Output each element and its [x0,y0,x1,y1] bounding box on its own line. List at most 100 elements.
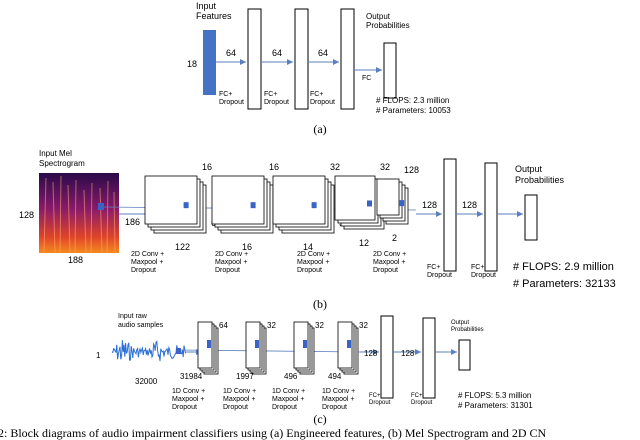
panel-b-conv-label-2c: Dropout [215,267,240,274]
panel-c-conv-label-2c: Dropout [223,404,248,411]
panel-c-channels-3: 32 [315,321,324,330]
panel-c-fc-label-2b: Dropout [411,400,433,406]
panel-c-conv-label-3c: Dropout [272,404,297,411]
panel-c-output-title-1: Output [451,320,469,326]
panel-c-fc-label-1b: Dropout [369,400,391,406]
panel-c-conv-label-3a: 1D Conv + [272,388,305,395]
panel-a-layer-2 [294,8,309,110]
panel-c-output-title-2: Probabilities [451,327,484,333]
panel-a-size-1: 64 [226,48,236,58]
panel-c-conv-label-4a: 1D Conv + [322,388,355,395]
panel-c-length-3: 496 [284,372,298,381]
panel-c-input-title-1: Input raw [118,313,148,320]
panel-a-layer-1 [247,8,262,110]
panel-a-fc-label-3b: Dropout [310,99,335,106]
panel-c-conv-label-3b: Maxpool + [272,396,305,403]
panel-a-layer-3 [340,8,355,110]
panel-b-spatial-2: 16 [242,242,252,252]
panel-c-caption: (c) [313,412,326,426]
feature-map [337,321,353,369]
panel-b-channels-4: 32 [380,162,390,172]
panel-c: Input raw audio samples 1 32000 64319843… [96,313,533,426]
panel-b-fc-size-2: 128 [462,200,477,210]
panel-b-input-title-2: Spectrogram [39,159,85,168]
feature-map [334,175,376,221]
panel-c-fc-layer-2 [422,317,436,399]
feature-map [376,178,400,216]
panel-a-size-2: 64 [272,48,282,58]
panel-b-spatial-5: 2 [392,233,397,243]
panel-a-fc-label-2b: Dropout [264,99,289,106]
panel-c-conv-label-1c: Dropout [172,404,197,411]
kernel-mark [207,340,211,348]
panel-a-input-bar [203,30,216,95]
panel-b-conv-block-4: 321217 [334,162,399,248]
panel-a-fc-label-1b: Dropout [219,99,244,106]
panel-b-width-dim: 188 [68,255,83,265]
panel-a-output-layer [383,42,397,99]
panel-c-length-1: 31984 [180,372,203,381]
panel-c-fc-label-1a: FC+ [369,393,381,399]
panel-c-conv-block-3: 32 496 [284,321,324,381]
panel-c-params: # Parameters: 31301 [458,401,533,410]
kernel-mark [303,340,307,348]
panel-b-conv-block-3: 321457 [272,162,349,252]
panel-b-conv-label-4a: 2D Conv + [373,251,406,258]
feature-map [197,321,213,369]
panel-c-fc-size-2: 128 [401,349,415,358]
panel-b-conv-label-1c: Dropout [131,267,156,274]
panel-b-height-dim: 128 [19,210,34,220]
panel-a-params: # Parameters: 10053 [376,106,451,115]
panel-a-caption: (a) [313,122,326,136]
kernel-mark [250,202,256,209]
panel-b-conv-label-2b: Maxpool + [215,259,248,266]
panel-b-channels-3: 32 [330,162,340,172]
panel-b-flops: # FLOPS: 2.9 million [513,261,614,273]
panel-a-size-3: 64 [318,48,328,58]
panel-c-conv-block-1: 64 31984 [180,321,228,381]
panel-b-fc-label-1b: Dropout [427,272,452,279]
panel-a-input-title-1: Input [196,1,217,11]
panel-c-channels-1: 64 [219,321,228,330]
panel-b-conv-block-1: 1612261 [144,162,221,252]
panel-b-output-layer [524,194,538,241]
panel-a-flops: # FLOPS: 2.3 million [376,96,449,105]
kernel-mark [311,202,317,209]
audio-waveform [111,340,187,362]
panel-c-channels-4: 32 [359,321,368,330]
panel-b-spatial-4: 12 [359,238,369,248]
panel-b-fc-size-1: 128 [422,200,437,210]
panel-b-fc-label-2b: Dropout [471,272,496,279]
spectrogram-image [39,173,119,253]
feature-map [293,321,309,369]
panel-b-conv-label-1a: 2D Conv + [131,251,164,258]
panel-c-conv-label-4c: Dropout [322,404,347,411]
panel-c-conv-label-1a: 1D Conv + [172,388,205,395]
kernel-mark [255,340,259,348]
kernel-mark [399,200,405,207]
panel-b-fc-layer-2 [484,162,498,272]
panel-b-channels-2: 16 [269,162,279,172]
feature-map [272,175,326,225]
panel-b-channels-1: 16 [202,162,212,172]
panel-c-output-layer [458,339,471,371]
feature-map [144,175,198,225]
panel-b-conv-label-4c: Dropout [373,267,398,274]
panel-c-conv-label-2a: 1D Conv + [223,388,256,395]
panel-c-conv-label-2b: Maxpool + [223,396,256,403]
panel-b-first-side: 186 [125,217,140,227]
panel-a: Input Features 18 64 64 64 FC+ Dropout F… [187,1,451,136]
figure-caption: 2: Block diagrams of audio impairment cl… [0,426,547,440]
panel-b-conv-label-3b: Maxpool + [297,259,330,266]
panel-a-input-dim: 18 [187,59,197,69]
panel-b-spatial-1: 122 [175,242,190,252]
panel-c-width-dim: 32000 [135,377,158,386]
panel-c-fc-size-1: 128 [364,349,378,358]
panel-a-fc-label: FC [362,75,371,82]
panel-b-fc-label-2a: FC+ [471,264,484,271]
panel-c-channels-2: 32 [267,321,276,330]
